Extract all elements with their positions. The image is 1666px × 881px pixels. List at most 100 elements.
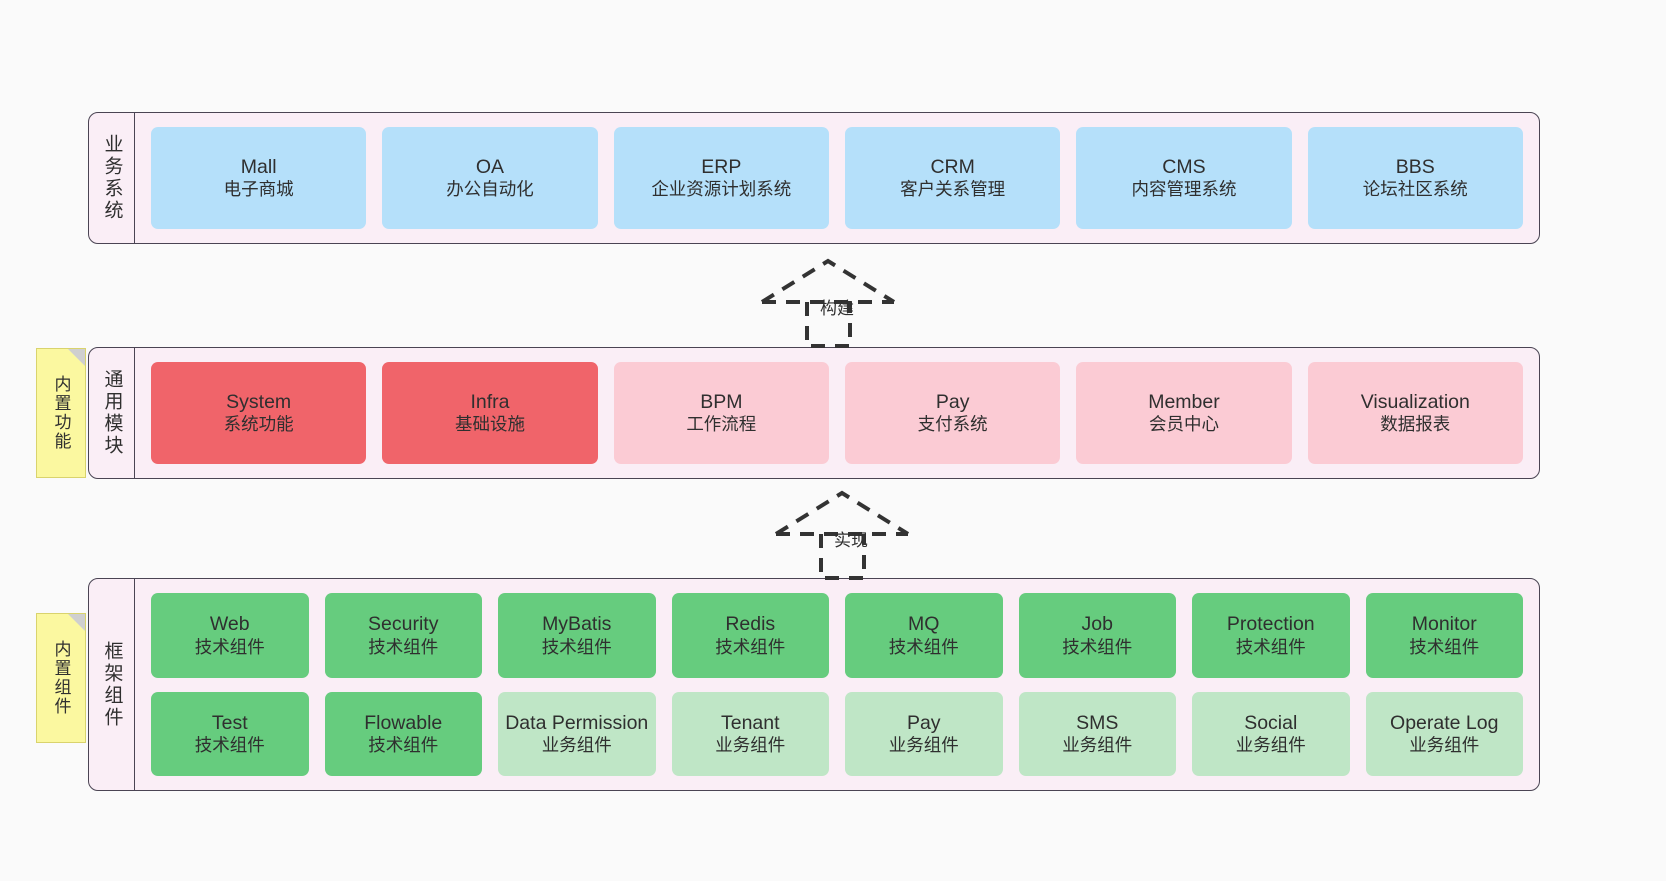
card-oa[interactable]: OA 办公自动化	[382, 127, 598, 229]
card-visualization[interactable]: Visualization 数据报表	[1307, 362, 1523, 464]
card-title: CMS	[1162, 155, 1206, 178]
card-title: Web	[209, 613, 250, 636]
note-builtin-components-label: 内置组件	[51, 640, 71, 716]
card-security[interactable]: Security 技术组件	[324, 593, 482, 678]
card-title: Redis	[725, 613, 776, 636]
card-subtitle: 技术组件	[888, 636, 959, 657]
card-title: Security	[368, 613, 439, 636]
card-erp[interactable]: ERP 企业资源计划系统	[613, 127, 829, 229]
note-builtin-functions-label: 内置功能	[51, 375, 71, 451]
card-subtitle: 业务组件	[888, 735, 959, 755]
connector-build-label: 构建	[820, 299, 854, 318]
card-web[interactable]: Web 技术组件	[151, 593, 309, 678]
connector-build: 构建	[752, 256, 942, 348]
connector-implement: 实现	[766, 488, 956, 580]
card-title: Pay	[935, 390, 970, 413]
note-builtin-functions: 内置功能	[36, 348, 86, 478]
card-title: Infra	[470, 390, 510, 413]
card-subtitle: 业务组件	[541, 735, 612, 755]
card-subtitle: 业务组件	[715, 735, 786, 755]
card-title: Pay	[906, 711, 941, 734]
card-title: CRM	[930, 155, 975, 178]
card-row: Mall 电子商城 OA 办公自动化 ERP 企业资源计划系统 CRM 客户关系…	[151, 127, 1523, 229]
card-tenant[interactable]: Tenant 业务组件	[671, 691, 829, 776]
card-subtitle: 论坛社区系统	[1362, 179, 1468, 200]
card-subtitle: 技术组件	[368, 735, 439, 755]
card-title: Visualization	[1360, 390, 1470, 413]
card-flowable[interactable]: Flowable 技术组件	[324, 691, 482, 776]
card-title: Social	[1244, 711, 1298, 734]
card-subtitle: 业务组件	[1062, 735, 1133, 755]
card-mq[interactable]: MQ 技术组件	[845, 593, 1003, 678]
card-title: Tenant	[720, 711, 780, 734]
card-subtitle: 技术组件	[1235, 636, 1306, 657]
card-subtitle: 技术组件	[1062, 636, 1133, 657]
card-subtitle: 技术组件	[368, 636, 439, 657]
card-redis[interactable]: Redis 技术组件	[671, 593, 829, 678]
card-subtitle: 会员中心	[1148, 414, 1219, 435]
card-subtitle: 支付系统	[917, 414, 988, 435]
card-subtitle: 工作流程	[686, 414, 757, 435]
card-title: MQ	[908, 613, 940, 636]
card-operate-log[interactable]: Operate Log 业务组件	[1365, 691, 1523, 776]
connector-implement-label: 实现	[834, 531, 868, 550]
card-infra[interactable]: Infra 基础设施	[382, 362, 598, 464]
layer-title-business-system: 业务系统	[89, 113, 135, 243]
card-sms[interactable]: SMS 业务组件	[1018, 691, 1176, 776]
card-subtitle: 技术组件	[1409, 636, 1480, 657]
layer-title-framework-components: 框架组件	[89, 579, 135, 790]
card-title: BBS	[1395, 155, 1435, 178]
card-crm[interactable]: CRM 客户关系管理	[844, 127, 1061, 229]
card-cms[interactable]: CMS 内容管理系统	[1076, 127, 1292, 229]
card-title: SMS	[1076, 711, 1119, 734]
card-row: Test 技术组件 Flowable 技术组件 Data Permission …	[151, 691, 1523, 776]
generalization-arrow-icon	[760, 258, 896, 348]
layer-title-business-system-label: 业务系统	[101, 134, 123, 222]
card-subtitle: 内容管理系统	[1131, 179, 1237, 200]
card-bpm[interactable]: BPM 工作流程	[613, 362, 829, 464]
card-title: BPM	[700, 390, 743, 413]
card-social[interactable]: Social 业务组件	[1192, 691, 1350, 776]
card-subtitle: 技术组件	[194, 636, 265, 657]
layer-title-common-modules-label: 通用模块	[101, 369, 123, 457]
card-title: MyBatis	[542, 613, 612, 636]
card-title: Monitor	[1411, 613, 1477, 636]
card-subtitle: 业务组件	[1409, 735, 1480, 755]
card-pay-component[interactable]: Pay 业务组件	[845, 691, 1003, 776]
note-fold-corner-icon	[68, 614, 85, 631]
card-job[interactable]: Job 技术组件	[1018, 593, 1176, 678]
card-test[interactable]: Test 技术组件	[151, 691, 309, 776]
card-title: Flowable	[364, 711, 443, 734]
card-subtitle: 数据报表	[1380, 414, 1451, 435]
card-row: System 系统功能 Infra 基础设施 BPM 工作流程 Pay 支付系统…	[151, 362, 1523, 464]
card-title: Operate Log	[1390, 711, 1499, 734]
card-system[interactable]: System 系统功能	[151, 362, 367, 464]
card-title: ERP	[701, 155, 742, 178]
card-data-permission[interactable]: Data Permission 业务组件	[498, 691, 656, 776]
card-title: OA	[475, 155, 505, 178]
card-subtitle: 技术组件	[541, 636, 612, 657]
card-title: System	[226, 390, 292, 413]
card-title: Data Permission	[505, 711, 649, 734]
card-mall[interactable]: Mall 电子商城	[151, 127, 367, 229]
layer-title-framework-components-label: 框架组件	[101, 640, 123, 729]
card-title: Test	[211, 711, 248, 734]
card-bbs[interactable]: BBS 论坛社区系统	[1307, 127, 1523, 229]
card-member[interactable]: Member 会员中心	[1076, 362, 1292, 464]
card-subtitle: 办公自动化	[446, 179, 534, 200]
card-subtitle: 电子商城	[223, 179, 294, 200]
layer-body-business-system: Mall 电子商城 OA 办公自动化 ERP 企业资源计划系统 CRM 客户关系…	[135, 113, 1539, 243]
note-builtin-components: 内置组件	[36, 613, 86, 743]
card-title: Job	[1081, 613, 1113, 636]
card-row: Web 技术组件 Security 技术组件 MyBatis 技术组件 Redi…	[151, 593, 1523, 678]
layer-framework-components: 框架组件 Web 技术组件 Security 技术组件 MyBatis 技术组件…	[88, 578, 1540, 791]
card-pay-module[interactable]: Pay 支付系统	[844, 362, 1061, 464]
card-protection[interactable]: Protection 技术组件	[1192, 593, 1350, 678]
card-title: Protection	[1226, 613, 1315, 636]
layer-business-system: 业务系统 Mall 电子商城 OA 办公自动化 ERP 企业资源计划系统 CRM	[88, 112, 1540, 244]
card-subtitle: 系统功能	[223, 414, 294, 435]
card-monitor[interactable]: Monitor 技术组件	[1365, 593, 1523, 678]
card-subtitle: 技术组件	[194, 735, 265, 755]
layer-body-framework-components: Web 技术组件 Security 技术组件 MyBatis 技术组件 Redi…	[135, 579, 1539, 790]
card-mybatis[interactable]: MyBatis 技术组件	[498, 593, 656, 678]
